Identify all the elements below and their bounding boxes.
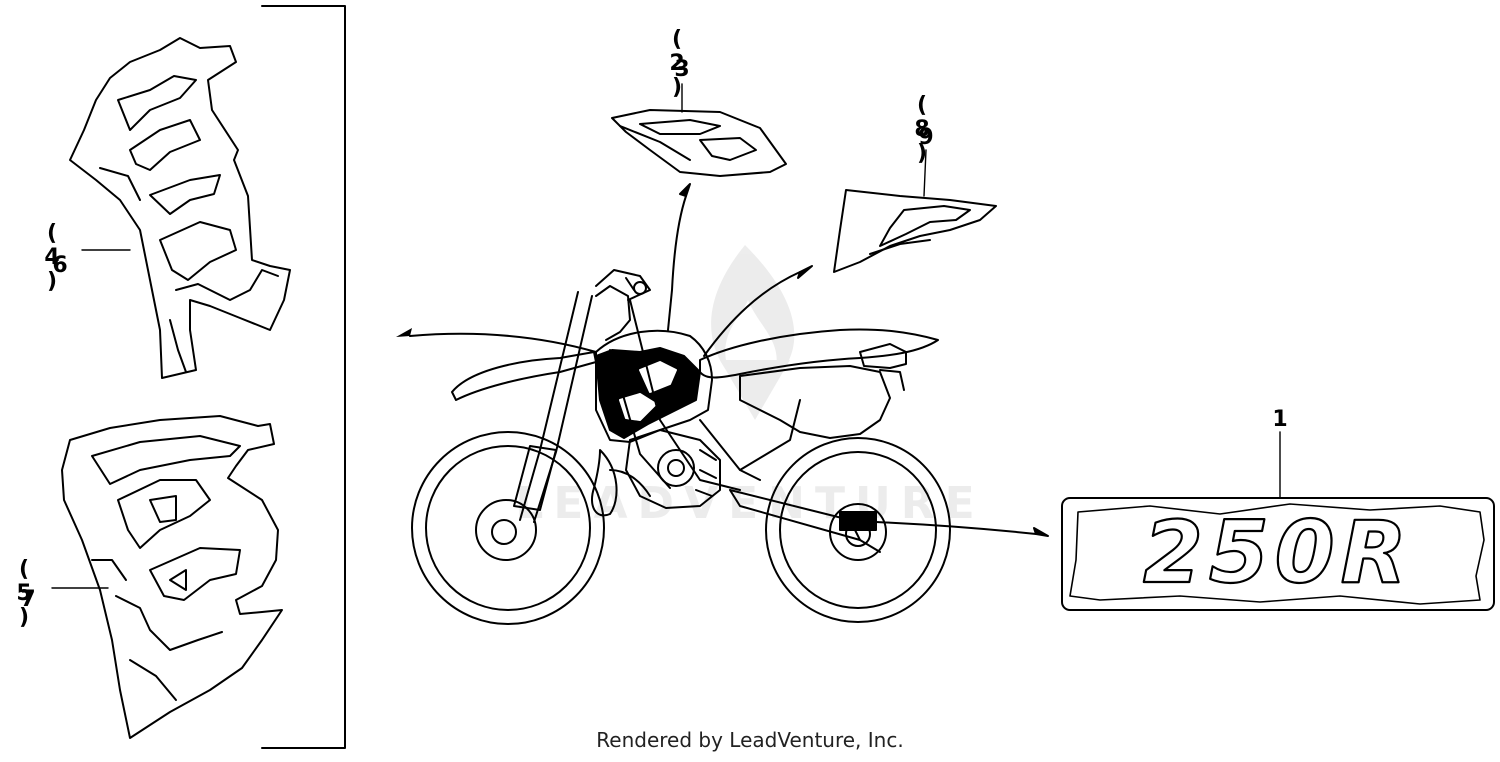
callout-6: 6: [52, 253, 68, 278]
callout-4: ( 4 ): [44, 221, 64, 294]
arrow-to-shroud: [409, 332, 597, 353]
motorcycle: [411, 269, 951, 625]
callout-1: 1: [1272, 407, 1288, 432]
callout-2: ( 2 ): [669, 27, 689, 100]
group-bracket: [261, 5, 346, 749]
shroud-decal-lower: [61, 415, 283, 739]
arrows: [396, 183, 1049, 537]
callout-7: 7: [20, 587, 36, 612]
watermark-text: LEADVENTURE: [515, 478, 985, 529]
footer-credit: Rendered by LeadVenture, Inc.: [596, 728, 904, 752]
callout-5: ( 5 ): [16, 557, 36, 630]
panel-decal-8: [833, 189, 997, 273]
decal-text-250r: 250R: [1143, 503, 1413, 603]
arrow-to-panel: [703, 271, 801, 357]
swingarm-decal-250r: 250R: [1061, 497, 1495, 611]
shroud-decal-upper: [69, 37, 291, 379]
callout-8: ( 8 ): [914, 93, 934, 166]
arrow-to-swingarm-decal: [875, 521, 1037, 535]
callout-9: 9: [918, 125, 934, 150]
callout-3: 3: [674, 57, 690, 82]
plate-decal-2: [611, 109, 787, 177]
leader-lines: [51, 83, 1281, 589]
arrow-to-plate: [667, 195, 687, 331]
